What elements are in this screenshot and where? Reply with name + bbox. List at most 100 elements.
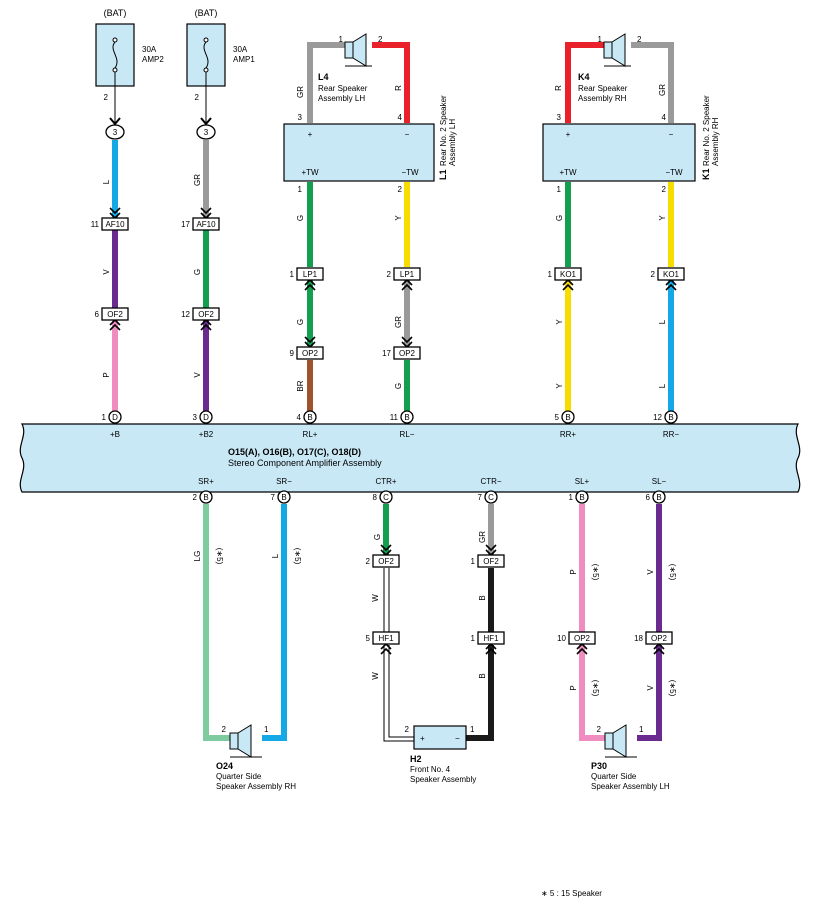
terminal-label: RL+ bbox=[303, 430, 318, 439]
arrow-chevron-icon bbox=[200, 207, 212, 215]
connector-name: HF1 bbox=[378, 634, 394, 643]
svg-text:P: P bbox=[569, 569, 578, 574]
terminal-conn: B bbox=[579, 493, 584, 502]
fuse-amp2-pin: 2 bbox=[104, 93, 109, 102]
svg-text:3: 3 bbox=[557, 113, 562, 122]
connector-name: OF2 bbox=[198, 310, 214, 319]
terminal-label: +B2 bbox=[199, 430, 214, 439]
svg-text:3: 3 bbox=[113, 128, 118, 137]
connector-pin: 1 bbox=[471, 634, 476, 643]
terminal-conn: B bbox=[565, 413, 570, 422]
svg-text:+: + bbox=[566, 130, 571, 139]
fuse-amp2-connector bbox=[105, 124, 125, 140]
connector-hf1-b: HF1 1 bbox=[471, 631, 505, 655]
connector-name: KO1 bbox=[560, 270, 577, 279]
wire-k4-R bbox=[565, 42, 604, 123]
terminal-conn: B bbox=[668, 413, 673, 422]
svg-text:Assembly RH: Assembly RH bbox=[578, 94, 627, 103]
svg-text:Speaker Assembly: Speaker Assembly bbox=[410, 775, 476, 784]
svg-text:Y: Y bbox=[394, 215, 403, 221]
svg-text:2: 2 bbox=[398, 185, 403, 194]
fuse-amp1-name: AMP1 bbox=[233, 55, 255, 64]
connector-box bbox=[554, 267, 582, 281]
terminal-label: +B bbox=[110, 430, 120, 439]
arrow-chevron-icon bbox=[200, 323, 212, 331]
svg-text:W: W bbox=[371, 672, 380, 680]
arrow-chevron-icon bbox=[304, 336, 316, 344]
speaker-l4: 1 2 L4 Rear Speaker Assembly LH GR R bbox=[296, 33, 403, 103]
svg-text:B: B bbox=[478, 595, 487, 600]
svg-text:4: 4 bbox=[662, 113, 667, 122]
svg-text:2: 2 bbox=[662, 185, 667, 194]
connector-box bbox=[192, 217, 220, 231]
footnote: ∗ 5 : 15 Speaker bbox=[541, 889, 602, 898]
terminal-pin: 7 bbox=[271, 493, 276, 502]
terminal-pin: 2 bbox=[193, 493, 198, 502]
svg-text:Y: Y bbox=[658, 215, 667, 221]
svg-text:1: 1 bbox=[639, 725, 644, 734]
arrow-chevron-icon bbox=[485, 544, 497, 552]
speaker-h2: + − 2 1 H2 Front No. 4 Speaker Assembly bbox=[405, 725, 477, 784]
terminal-pin: 3 bbox=[193, 413, 198, 422]
terminal-conn: D bbox=[203, 413, 209, 422]
connector-name: AF10 bbox=[105, 220, 125, 229]
svg-text:Rear No. 2 Speaker: Rear No. 2 Speaker bbox=[702, 95, 711, 166]
terminal-conn: B bbox=[281, 493, 286, 502]
fuse-amp1-pin: 2 bbox=[195, 93, 200, 102]
svg-text:(∗5): (∗5) bbox=[591, 680, 600, 697]
svg-text:GR: GR bbox=[658, 84, 667, 96]
terminal-pin: 1 bbox=[569, 493, 574, 502]
svg-text:Assembly LH: Assembly LH bbox=[318, 94, 365, 103]
svg-text:(∗5): (∗5) bbox=[591, 564, 600, 581]
arrow-chevron-icon bbox=[665, 283, 677, 291]
wire-sl-plus-P2 bbox=[579, 645, 605, 741]
svg-text:P: P bbox=[102, 372, 111, 377]
svg-text:3: 3 bbox=[204, 128, 209, 137]
connector-name: OF2 bbox=[378, 557, 394, 566]
connector-box bbox=[645, 631, 673, 645]
connector-name: OF2 bbox=[107, 310, 123, 319]
tweeter-l1-box bbox=[283, 123, 435, 182]
terminal-label: SL+ bbox=[575, 477, 590, 486]
svg-text:Rear Speaker: Rear Speaker bbox=[578, 84, 628, 93]
svg-text:V: V bbox=[193, 372, 202, 378]
svg-text:GR: GR bbox=[296, 86, 305, 98]
svg-text:−TW: −TW bbox=[401, 168, 419, 177]
connector-name: AF10 bbox=[196, 220, 216, 229]
connector-pin: 17 bbox=[181, 220, 190, 229]
fuse-amp2: (BAT) 30A AMP2 2 bbox=[95, 8, 164, 124]
terminal-pin: 12 bbox=[653, 413, 662, 422]
terminal-label: SR− bbox=[276, 477, 292, 486]
connector-name: HF1 bbox=[483, 634, 499, 643]
svg-text:2: 2 bbox=[597, 725, 602, 734]
speaker-o24-id: O24 bbox=[216, 761, 233, 771]
svg-text:(∗5): (∗5) bbox=[215, 548, 224, 565]
speaker-p30: 2 1 P30 Quarter Side Speaker Assembly LH bbox=[591, 724, 670, 791]
svg-text:+: + bbox=[308, 130, 313, 139]
wire-sr-minus-L bbox=[262, 504, 287, 741]
terminal-label: RR+ bbox=[560, 430, 577, 439]
svg-text:G: G bbox=[296, 319, 305, 325]
svg-text:Rear No. 2 Speaker: Rear No. 2 Speaker bbox=[439, 95, 448, 166]
arrow-chevron-icon bbox=[380, 544, 392, 552]
wire-layer bbox=[112, 42, 674, 742]
svg-text:V: V bbox=[646, 685, 655, 691]
connector-box bbox=[568, 631, 596, 645]
svg-text:G: G bbox=[296, 215, 305, 221]
speaker-h2-box bbox=[413, 725, 467, 750]
svg-text:4: 4 bbox=[398, 113, 403, 122]
svg-text:G: G bbox=[373, 534, 382, 540]
svg-text:1: 1 bbox=[339, 35, 344, 44]
connector-pin: 1 bbox=[471, 557, 476, 566]
tweeter-k1: 3 4 + − +TW −TW 1 2 K1 Rear No. 2 Speake… bbox=[542, 95, 720, 194]
